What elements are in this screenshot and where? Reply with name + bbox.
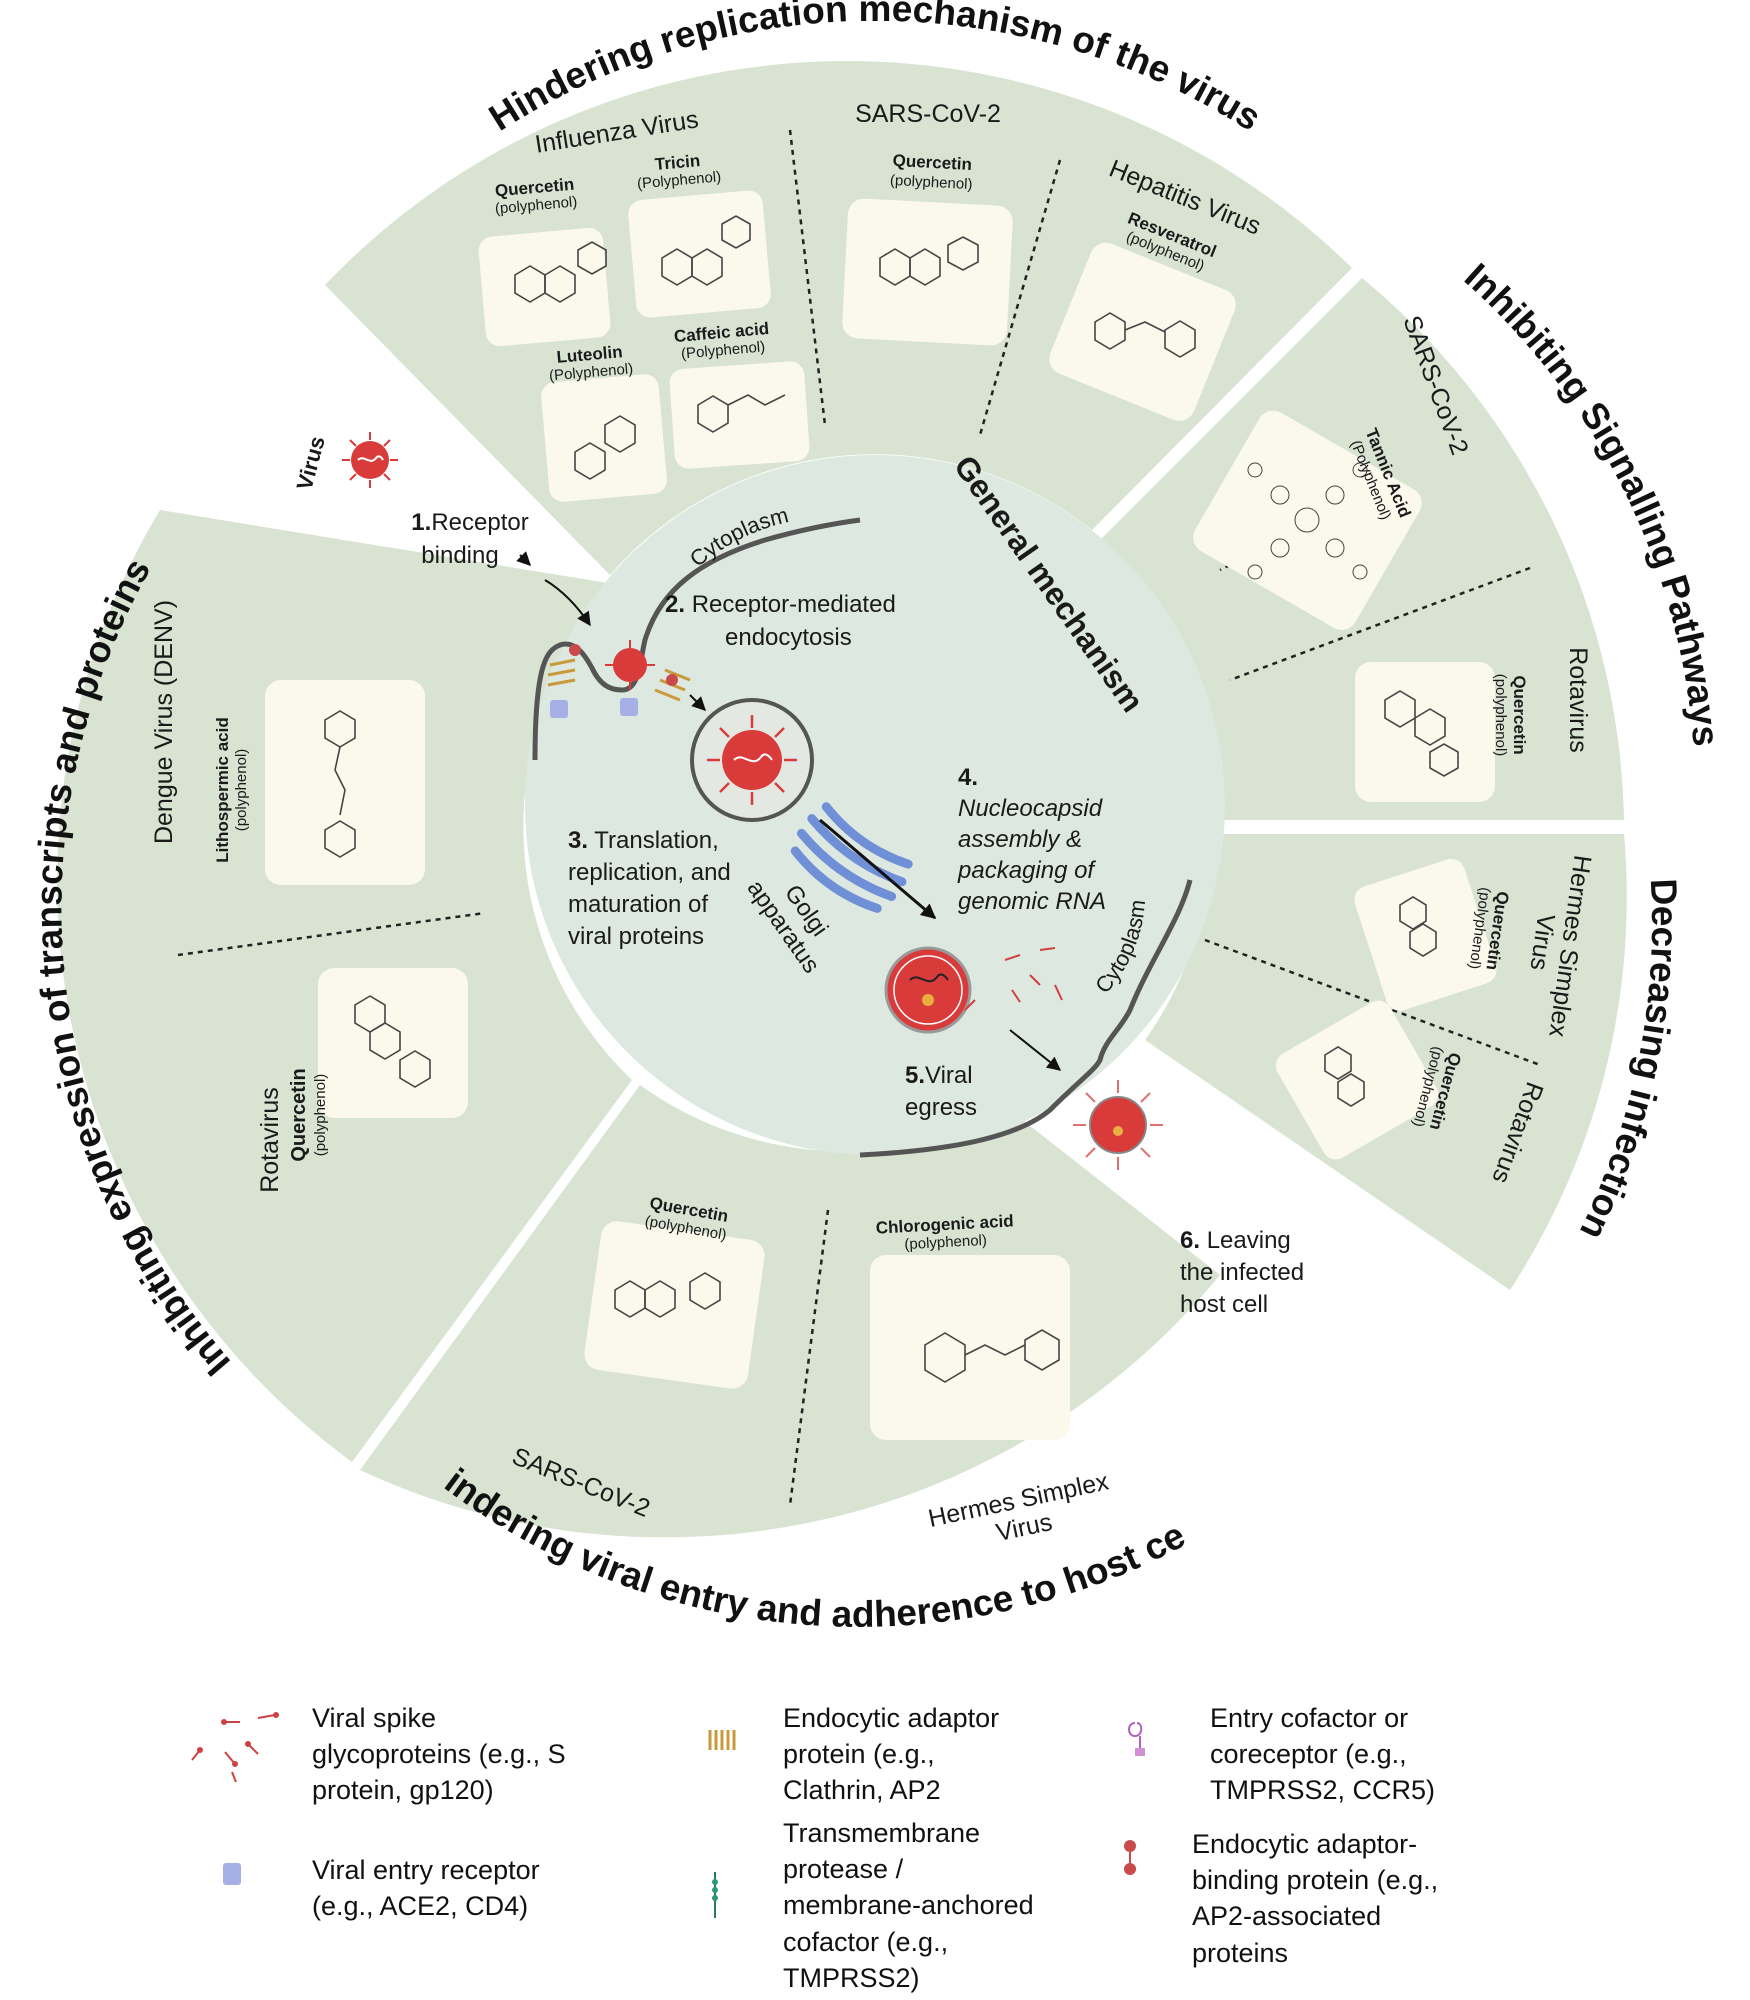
step3-label-line2: replication, and [568, 859, 731, 886]
compound-quercetin-rotavirus-right: Quercetin (polyphenol) [1492, 674, 1529, 757]
svg-text:(polyphenol): (polyphenol) [233, 749, 250, 832]
spike-icon [191, 1712, 279, 1783]
virus-label-dengue: Dengue Virus (DENV) [150, 600, 178, 844]
virus-label: Virus [292, 433, 330, 492]
step6-label-line2: the infected [1180, 1259, 1304, 1286]
cofactor-icon [1128, 1722, 1145, 1756]
molecule-quercetin-6 [614, 1272, 721, 1318]
svg-text:Tricin: Tricin [654, 151, 701, 174]
step6-label-line3: host cell [1180, 1291, 1268, 1318]
compound-lithospermic-acid: Lithospermic acid (polyphenol) [213, 717, 250, 862]
molecule-quercetin-1 [514, 241, 607, 303]
molecule-quercetin-7 [354, 995, 431, 1088]
svg-text:Quercetin: Quercetin [288, 1068, 310, 1161]
svg-text:(polyphenol): (polyphenol) [890, 172, 973, 193]
step5-label-line2: egress [905, 1094, 977, 1121]
adaptor-icon [708, 1730, 736, 1750]
step6-label: 6. Leaving [1180, 1227, 1291, 1254]
svg-text:Quercetin: Quercetin [892, 151, 972, 174]
step2-label-line2: endocytosis [725, 624, 852, 651]
compound-luteolin: Luteolin (Polyphenol) [548, 342, 633, 384]
svg-text:(polyphenol): (polyphenol) [904, 1232, 987, 1253]
general-mechanism-circle [525, 455, 1225, 1155]
endosome-icon [690, 698, 814, 822]
budding-virus-icon [1073, 1080, 1163, 1170]
card-lithospermic-acid [265, 680, 425, 885]
virus-label-herpes-bottom: Hermes Simplex Virus [926, 1467, 1112, 1547]
virus-particle-icon [342, 432, 398, 488]
card-chlorogenic-acid [870, 1255, 1070, 1440]
card-quercetin-rotavirus-right [1355, 662, 1495, 802]
svg-text:Lithospermic acid: Lithospermic acid [213, 717, 232, 862]
assembled-virion-icon [884, 946, 972, 1034]
card-quercetin-rotavirus-lower [1275, 1000, 1439, 1160]
compound-cards [265, 190, 1497, 1440]
card-quercetin-sars [842, 198, 1013, 346]
molecule-resveratrol [1094, 312, 1196, 358]
molecule-lithospermic [324, 710, 356, 858]
golgi-icon [790, 802, 913, 913]
card-luteolin [541, 374, 667, 502]
virus-label-rotavirus-right: Rotavirus [1564, 647, 1592, 753]
molecule-luteolin [574, 415, 636, 480]
receptor-icon [223, 1863, 241, 1885]
virus-label-sars-top: SARS-CoV-2 [855, 100, 1001, 128]
step1-label-line2: binding [421, 542, 498, 569]
molecule-quercetin-2 [879, 236, 979, 286]
free-spike-proteins [964, 947, 1063, 1011]
molecule-chlorogenic [924, 1329, 1060, 1383]
step4-label-line3: packaging of [957, 857, 1096, 884]
step3-label: 3. Translation, [568, 827, 719, 854]
step3-label-line4: viral proteins [568, 923, 704, 950]
compound-quercetin-sars-top: Quercetin (polyphenol) [890, 151, 973, 193]
card-quercetin-herpes-right [1354, 858, 1497, 1011]
step1-label: 1.Receptor [411, 509, 528, 536]
step4-label-line4: genomic RNA [958, 888, 1106, 915]
card-quercetin-rotavirus-left [318, 968, 468, 1118]
svg-text:(polyphenol): (polyphenol) [1492, 674, 1509, 757]
molecule-quercetin-5 [1324, 1046, 1365, 1107]
step4-number: 4. [958, 764, 978, 791]
step2-label: 2. Receptor-mediated [665, 591, 896, 618]
flow-arrows [516, 551, 1062, 1071]
binding-protein-icon [1124, 1840, 1136, 1875]
molecule-tannic [1247, 462, 1368, 580]
svg-text:(polyphenol): (polyphenol) [312, 1074, 329, 1157]
cell-membrane-bottom [859, 879, 1193, 1158]
legend-item-binding-protein: Endocytic adaptor-binding protein (e.g.,… [1192, 1829, 1439, 1968]
binding-virus-icon [605, 640, 655, 690]
legend-item-receptor: Viral entry receptor(e.g., ACE2, CD4) [312, 1855, 540, 1922]
step3-label-line3: maturation of [568, 891, 708, 918]
molecule-quercetin-4 [1399, 896, 1437, 957]
card-caffeic-acid [669, 361, 810, 469]
membrane-receptors [547, 644, 691, 718]
virus-label-rotavirus-left: Rotavirus [256, 1087, 284, 1193]
molecule-tricin [661, 215, 751, 286]
step4-label-line2: assembly & [958, 826, 1082, 853]
compound-quercetin-influenza: Quercetin (polyphenol) [494, 175, 578, 218]
molecule-sketches [324, 215, 1459, 1383]
compound-quercetin-rotavirus-left: Quercetin (polyphenol) [288, 1068, 329, 1161]
protease-icon [712, 1872, 718, 1918]
step5-label: 5.Viral [905, 1062, 973, 1089]
molecule-caffeic [697, 394, 786, 433]
step4-label-line1: Nucleocapsid [958, 795, 1103, 822]
molecule-quercetin-3 [1384, 690, 1459, 777]
svg-text:Quercetin: Quercetin [1510, 675, 1529, 754]
card-resveratrol [1049, 242, 1236, 421]
